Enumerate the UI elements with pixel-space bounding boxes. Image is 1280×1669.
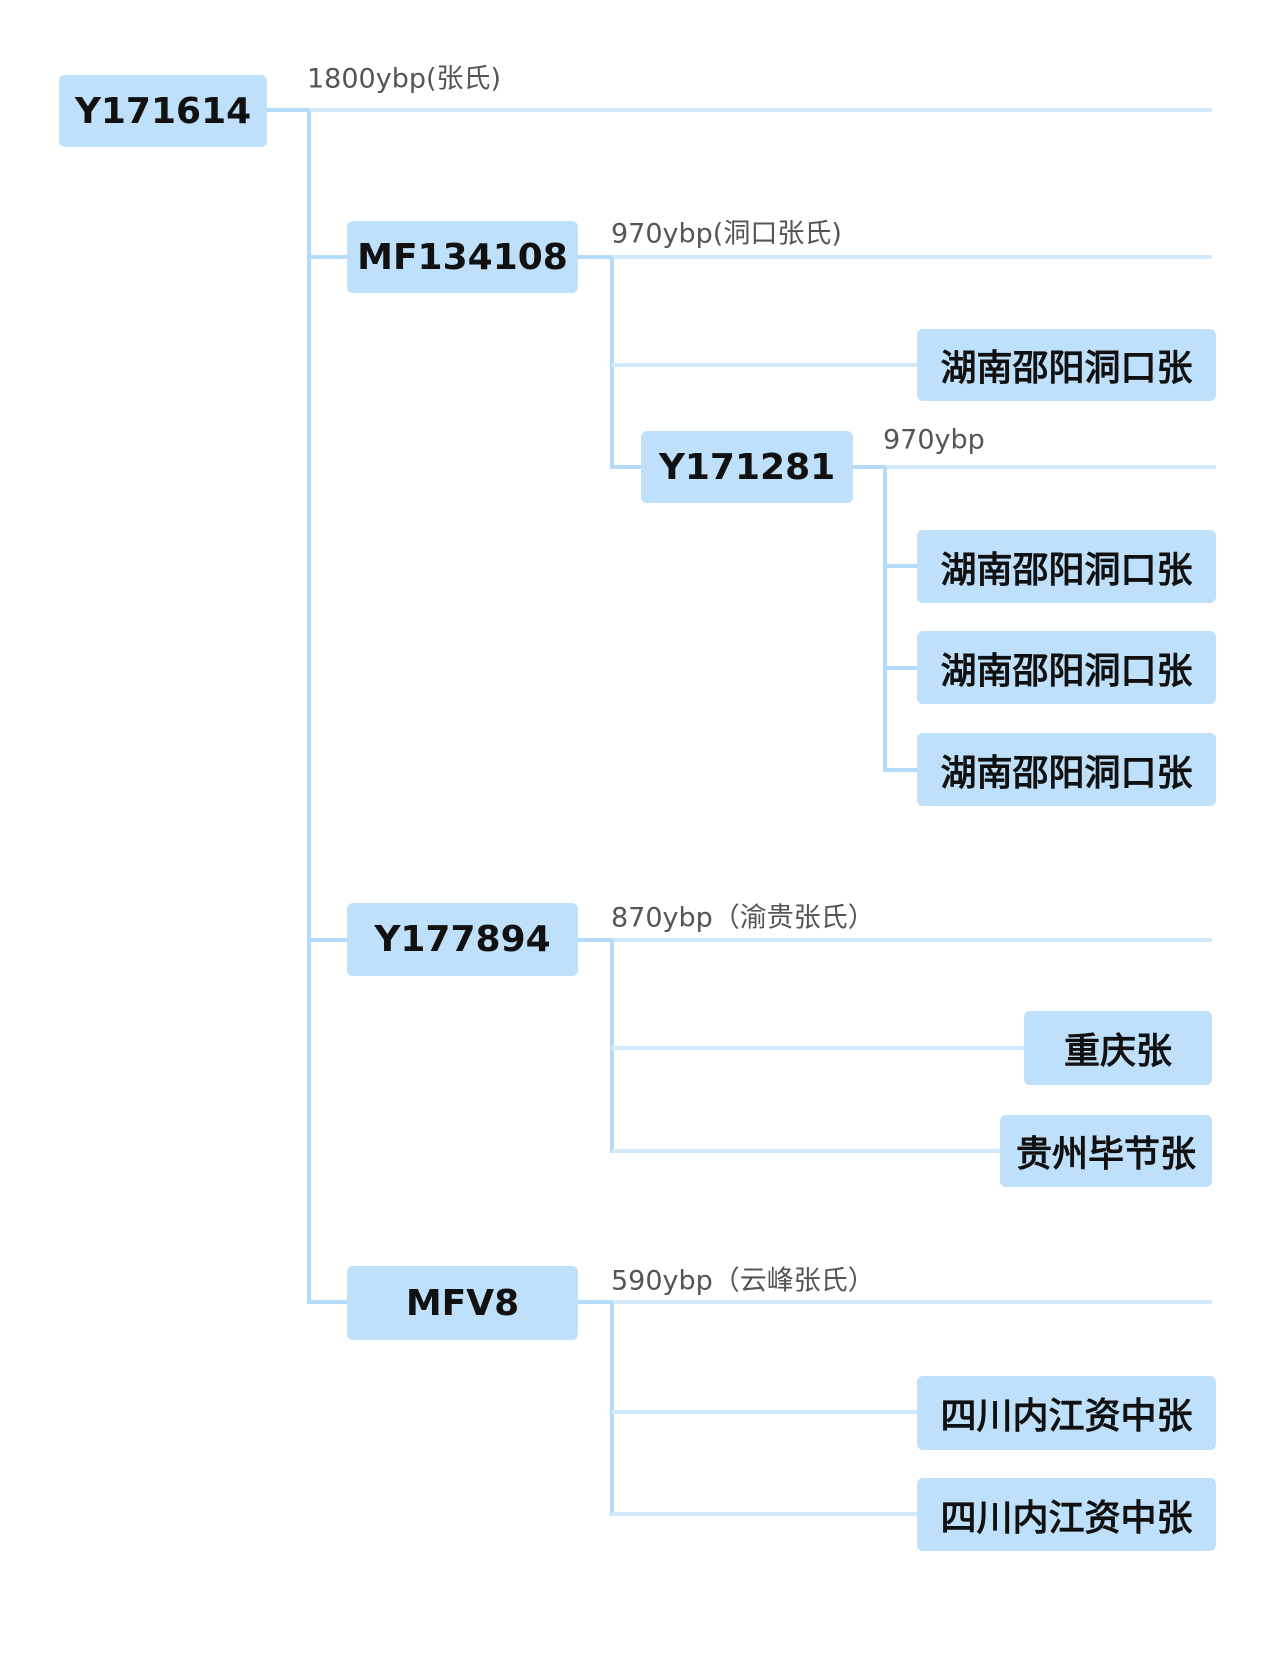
y171281-age-line: [885, 465, 1216, 469]
y171281-leaf-line: [885, 564, 917, 568]
mf134108-stub: [578, 255, 612, 259]
y171281-trunk: [883, 467, 887, 772]
branch-to-y177894: [309, 938, 347, 942]
y171281-stub: [853, 465, 885, 469]
y177894-leaf-line: [612, 1046, 1024, 1050]
y177894-leaf-line: [612, 1149, 1000, 1153]
root-branch-stub: [267, 108, 309, 112]
node-y171281: Y171281: [641, 431, 853, 503]
mf134108-age-line: [612, 255, 1212, 259]
root-age-line: [309, 108, 1212, 112]
leaf-node: 湖南邵阳洞口张: [917, 530, 1216, 603]
y177894-age-line: [612, 938, 1212, 942]
mfv8-leaf-line: [612, 1410, 917, 1414]
mfv8-age-label: 590ybp（云峰张氏）: [611, 1265, 875, 1297]
mfv8-leaf-line: [612, 1512, 917, 1516]
y177894-age-label: 870ybp（渝贵张氏）: [611, 902, 875, 934]
y171281-age-label: 970ybp: [883, 424, 985, 456]
mfv8-trunk: [610, 1302, 614, 1516]
branch-to-mf134108: [309, 255, 347, 259]
y177894-stub: [578, 938, 612, 942]
y171281-leaf-line: [885, 768, 917, 772]
mfv8-stub: [578, 1300, 612, 1304]
leaf-node: 湖南邵阳洞口张: [917, 733, 1216, 806]
mf134108-leaf-line: [612, 363, 917, 367]
root-trunk: [307, 110, 311, 1304]
leaf-node: 湖南邵阳洞口张: [917, 329, 1216, 401]
branch-to-y171281: [612, 465, 641, 469]
node-y177894: Y177894: [347, 903, 578, 976]
mfv8-age-line: [612, 1300, 1212, 1304]
leaf-node: 贵州毕节张: [1000, 1115, 1212, 1187]
node-mfv8: MFV8: [347, 1266, 578, 1340]
node-root: Y171614: [59, 75, 267, 147]
node-mf134108: MF134108: [347, 221, 578, 293]
root-age-label: 1800ybp(张氏): [307, 63, 502, 95]
leaf-node: 湖南邵阳洞口张: [917, 631, 1216, 704]
leaf-node: 四川内江资中张: [917, 1376, 1216, 1450]
y171281-leaf-line: [885, 666, 917, 670]
leaf-node: 四川内江资中张: [917, 1478, 1216, 1551]
leaf-node: 重庆张: [1024, 1011, 1212, 1085]
branch-to-mfv8: [309, 1300, 347, 1304]
mf134108-age-label: 970ybp(洞口张氏): [611, 218, 842, 250]
